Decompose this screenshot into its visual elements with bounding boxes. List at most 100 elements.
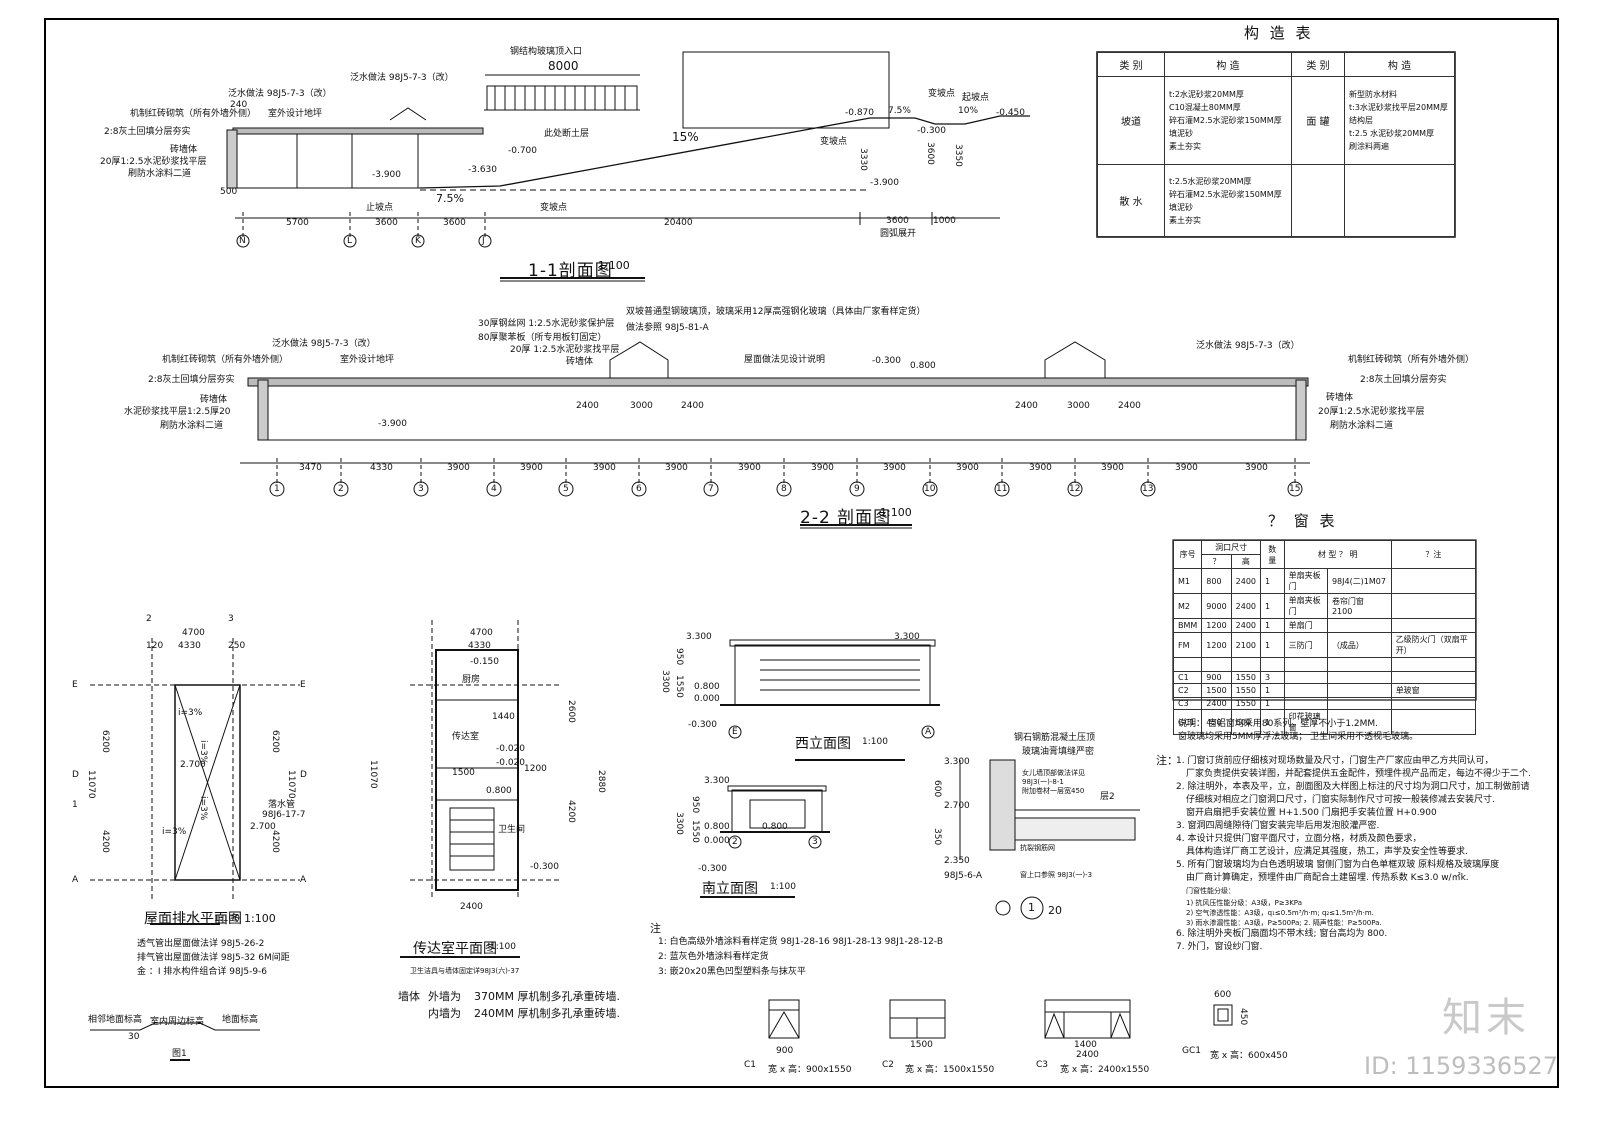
gp-outer: 外墙为 xyxy=(428,990,461,1003)
s22-note2: 20厚 1:2.5水泥砂浆找平层 xyxy=(510,345,620,355)
s22-dim: 4330 xyxy=(370,463,393,473)
rp-e2: 2.700 xyxy=(250,822,276,832)
ct-header: 类 别 xyxy=(1291,52,1345,77)
rp-i3: i=3% xyxy=(198,796,208,821)
win-gc1-name: GC1 xyxy=(1182,1046,1201,1056)
gp-note: 卫生洁具与墙体固定详98J3(六)-37 xyxy=(410,967,520,975)
s22-sub4: 3000 xyxy=(1067,401,1090,411)
s22-axis: 7 xyxy=(708,484,714,494)
gp-inner0: 1440 xyxy=(492,712,515,722)
s11-d3: 20400 xyxy=(664,218,693,228)
brand-id: ID: 1159336527 xyxy=(1364,1052,1558,1080)
rp-axis-e: E xyxy=(72,680,78,690)
se-axis-2: 2 xyxy=(732,837,738,847)
s22-axis: 12 xyxy=(1069,484,1081,494)
s11-slope10: 10% xyxy=(958,106,979,116)
s11-flood1: 泛水做法 98J5-7-3（改） xyxy=(228,89,332,99)
ct-cat: 坡道 xyxy=(1097,75,1165,166)
window-elevations xyxy=(768,999,1233,1039)
s11-axis-j: J xyxy=(482,236,485,246)
wt-header: 材 型 ？ 明 xyxy=(1283,540,1392,569)
gp-scale: 1:100 xyxy=(490,942,516,952)
s11-axis-k: K xyxy=(415,236,421,246)
s22-dim: 3470 xyxy=(299,463,322,473)
general-notes: 注： 1. 门窗订货前应仔细核对现场数量及尺寸，门窗生产厂家应由甲乙方共同认可，… xyxy=(1156,754,1531,952)
s11-scale: 1:100 xyxy=(598,259,630,272)
gp-e0: -0.150 xyxy=(470,657,500,667)
s11-e5: -0.300 xyxy=(917,126,947,136)
gp-title: 传达室平面图 xyxy=(413,941,497,957)
wt-subheader: ？ xyxy=(1201,554,1232,569)
win-gc1-desc: 宽 x 高：600x450 xyxy=(1210,1051,1288,1061)
we-e1: 3.300 xyxy=(894,632,920,642)
rp-dim3: 250 xyxy=(228,641,246,651)
s11-slope-start: 变坡点 xyxy=(928,89,956,99)
we-scale: 1:100 xyxy=(862,737,888,747)
s11-d1: 3600 xyxy=(375,218,398,228)
s11-ramp-start: 起坡点 xyxy=(962,93,990,103)
win-c2-w: 1500 xyxy=(910,1040,933,1050)
rp-axis-a2: A xyxy=(300,875,307,885)
s11-title: 1-1剖面图 xyxy=(528,261,613,281)
s22-axis: 15 xyxy=(1289,484,1301,494)
brand-logo: 知末 xyxy=(1442,995,1530,1041)
se-e2: 0.800 xyxy=(762,822,788,832)
se-e4: -0.300 xyxy=(698,864,728,874)
en-item2: 3: 嵌20x20黑色凹型塑料条与抹灰平 xyxy=(658,967,806,977)
s11-d4: 3600 xyxy=(886,216,909,226)
dt-e0: 3.300 xyxy=(944,757,970,767)
win-c2-name: C2 xyxy=(882,1060,895,1070)
rp-title: 屋面排水平面图 xyxy=(144,911,242,927)
rp-axis-1: 1 xyxy=(72,800,78,810)
rp-side2: 4200 xyxy=(100,830,110,853)
rp-note1: 排气管出屋面做法详 98J5-32 6M间距 xyxy=(137,953,290,963)
s22-dim: 3900 xyxy=(447,463,470,473)
se-axis-3: 3 xyxy=(812,837,818,847)
win-c3-w2: 1400 xyxy=(1074,1040,1097,1050)
s22-axis: 5 xyxy=(563,484,569,494)
s11-cut: 此处断土层 xyxy=(544,129,590,139)
s11-h2: 3350 xyxy=(953,144,963,167)
rp-axis-a: A xyxy=(72,875,79,885)
dt-e1: 2.700 xyxy=(944,801,970,811)
s22-axis: 6 xyxy=(636,484,642,494)
guard-plan xyxy=(400,620,560,958)
s22-wall-l: 机制红砖砌筑（所有外墙外侧） xyxy=(162,355,289,365)
dt-title: 20 xyxy=(1048,904,1062,917)
s22-outdoor: 室外设计地坪 xyxy=(340,355,395,365)
win-c1-w: 900 xyxy=(776,1046,794,1056)
se-e0: 3.300 xyxy=(704,776,730,786)
gp-e3: 0.800 xyxy=(486,786,512,796)
win-gc1-w: 600 xyxy=(1214,990,1232,1000)
wt-subheader: 高 xyxy=(1230,554,1262,569)
rp-i2: i=3% xyxy=(198,740,208,765)
dt-l7: 窗上口参照 98J3(一)-3 xyxy=(1020,871,1093,879)
win-c2-desc: 宽 x 高：1500x1550 xyxy=(905,1065,995,1075)
s22-note1: 80厚聚苯板（所专用板钉固定） xyxy=(478,333,607,343)
s22-note0: 30厚钢丝网 1:2.5水泥砂浆保护层 xyxy=(478,319,615,329)
en-item0: 1: 白色高级外墙涂料看样定货 98J1-28-16 98J1-28-13 98… xyxy=(658,937,943,947)
gp-e2: -0.020 xyxy=(496,758,526,768)
rp-i4: i=3% xyxy=(162,827,187,837)
s22-top-note: 双坡普通型钢玻璃顶，玻璃采用12厚高强钢化玻璃（具体由厂家看样定货） xyxy=(626,307,926,317)
s22-sub2: 2400 xyxy=(681,401,704,411)
se-d0: 3300 xyxy=(674,812,684,835)
ct-cell: t:2.5水泥砂浆20MM厚碎石灌M2.5水泥砂浆150MM厚 填泥砂素土夯实 xyxy=(1164,164,1292,237)
we-e2: 0.800 xyxy=(694,682,720,692)
gp-side2: 4200 xyxy=(566,800,576,823)
s22-brick-r: 砖墙体 xyxy=(1326,393,1354,403)
win-c1-desc: 宽 x 高：900x1550 xyxy=(768,1065,852,1075)
rp-fig-name: 图1 xyxy=(172,1049,187,1059)
window-table-title: ？ 窗 表 xyxy=(1268,512,1338,530)
s11-axis-l: L xyxy=(347,236,353,246)
rp-axis-e2: E xyxy=(300,680,306,690)
s22-dim: 3900 xyxy=(1101,463,1124,473)
s22-paint-r: 刷防水涂料二道 xyxy=(1330,421,1394,431)
we-d1: 950 xyxy=(674,648,684,666)
dt-l8: 98J5-6-A xyxy=(944,871,983,881)
